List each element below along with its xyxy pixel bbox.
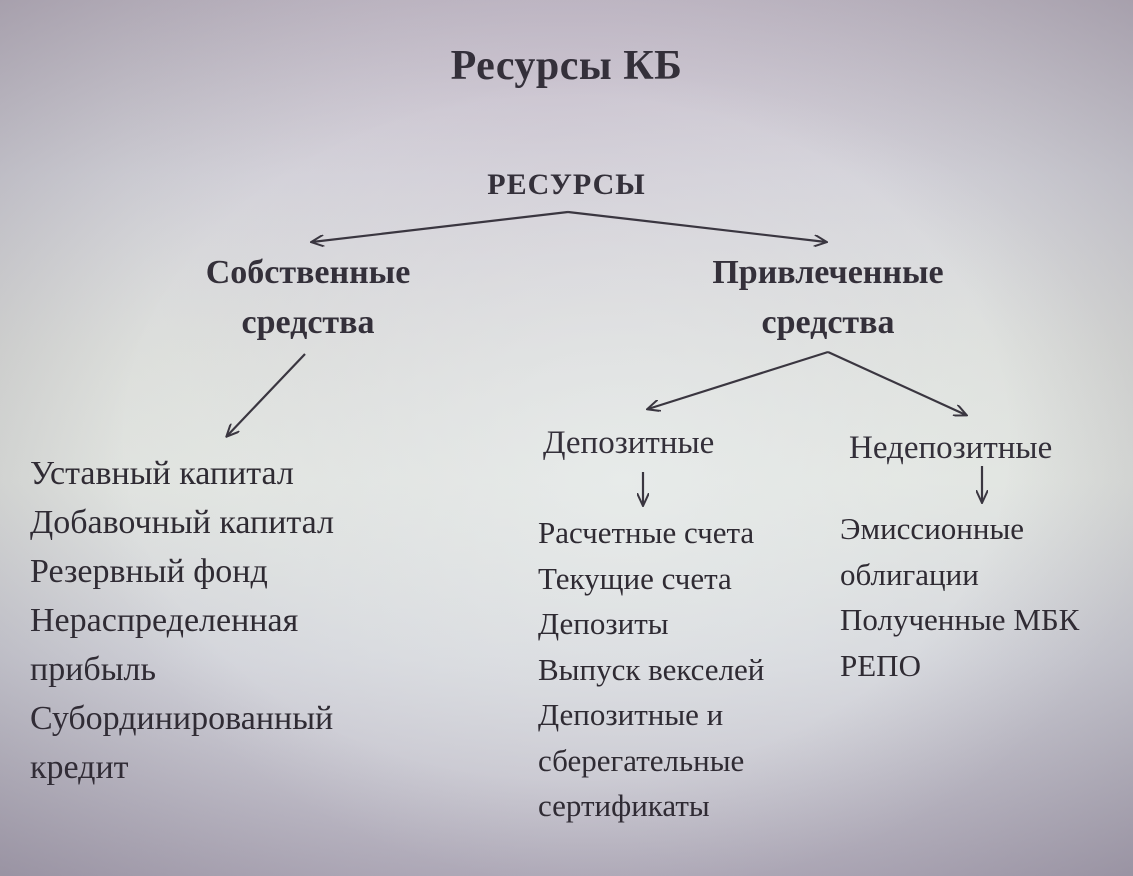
list-item: сертификаты: [538, 788, 710, 823]
arrow-borrowed-to-deposit: [648, 350, 829, 409]
list-item: Депозиты: [538, 606, 669, 641]
list-item: Депозитные и: [538, 697, 724, 732]
list-item: Выпуск векселей: [538, 651, 765, 687]
arrow-borrowed-to-nondeposit: [827, 350, 966, 415]
borrowed-funds-node: Привлеченные средства: [694, 248, 962, 348]
list-item: Расчетные счета: [538, 515, 755, 550]
slide-title: Ресурсы КБ: [450, 43, 683, 89]
list-item: прибыль: [30, 651, 157, 688]
list-item: Текущие счета: [538, 560, 732, 596]
nondeposit-node: Недепозитные: [849, 430, 1053, 466]
root-node: РЕСУРСЫ: [487, 168, 646, 201]
deposit-node: Депозитные: [543, 425, 715, 461]
own-funds-node: Собственные средства: [188, 248, 428, 348]
arrow-root-to-own: [312, 210, 569, 242]
list-item: Добавочный капитал: [30, 504, 335, 541]
list-item: Эмиссионные: [840, 511, 1025, 546]
arrow-own-to-list: [227, 353, 306, 436]
arrow-root-to-borrowed: [567, 210, 826, 242]
own-funds-list: Уставный капитал Добавочный капитал Резе…: [30, 449, 334, 792]
list-item: кредит: [30, 749, 129, 786]
deposit-list: Расчетные счета Текущие счета Депозиты В…: [538, 510, 764, 829]
borrowed-funds-line1: Привлеченные: [712, 254, 944, 291]
list-item: Субординированный: [30, 700, 334, 737]
borrowed-funds-line2: средства: [761, 304, 895, 341]
nondeposit-list: Эмиссионные облигации Полученные МБК РЕП…: [840, 506, 1079, 688]
list-item: РЕПО: [840, 647, 921, 683]
list-item: Полученные МБК: [840, 602, 1080, 637]
list-item: облигации: [840, 556, 979, 592]
own-funds-line1: Собственные: [205, 254, 411, 291]
list-item: Уставный капитал: [30, 455, 294, 492]
list-item: Нераспределенная: [30, 602, 299, 639]
own-funds-line2: средства: [241, 304, 375, 341]
list-item: сберегательные: [538, 742, 745, 778]
list-item: Резервный фонд: [30, 553, 268, 590]
